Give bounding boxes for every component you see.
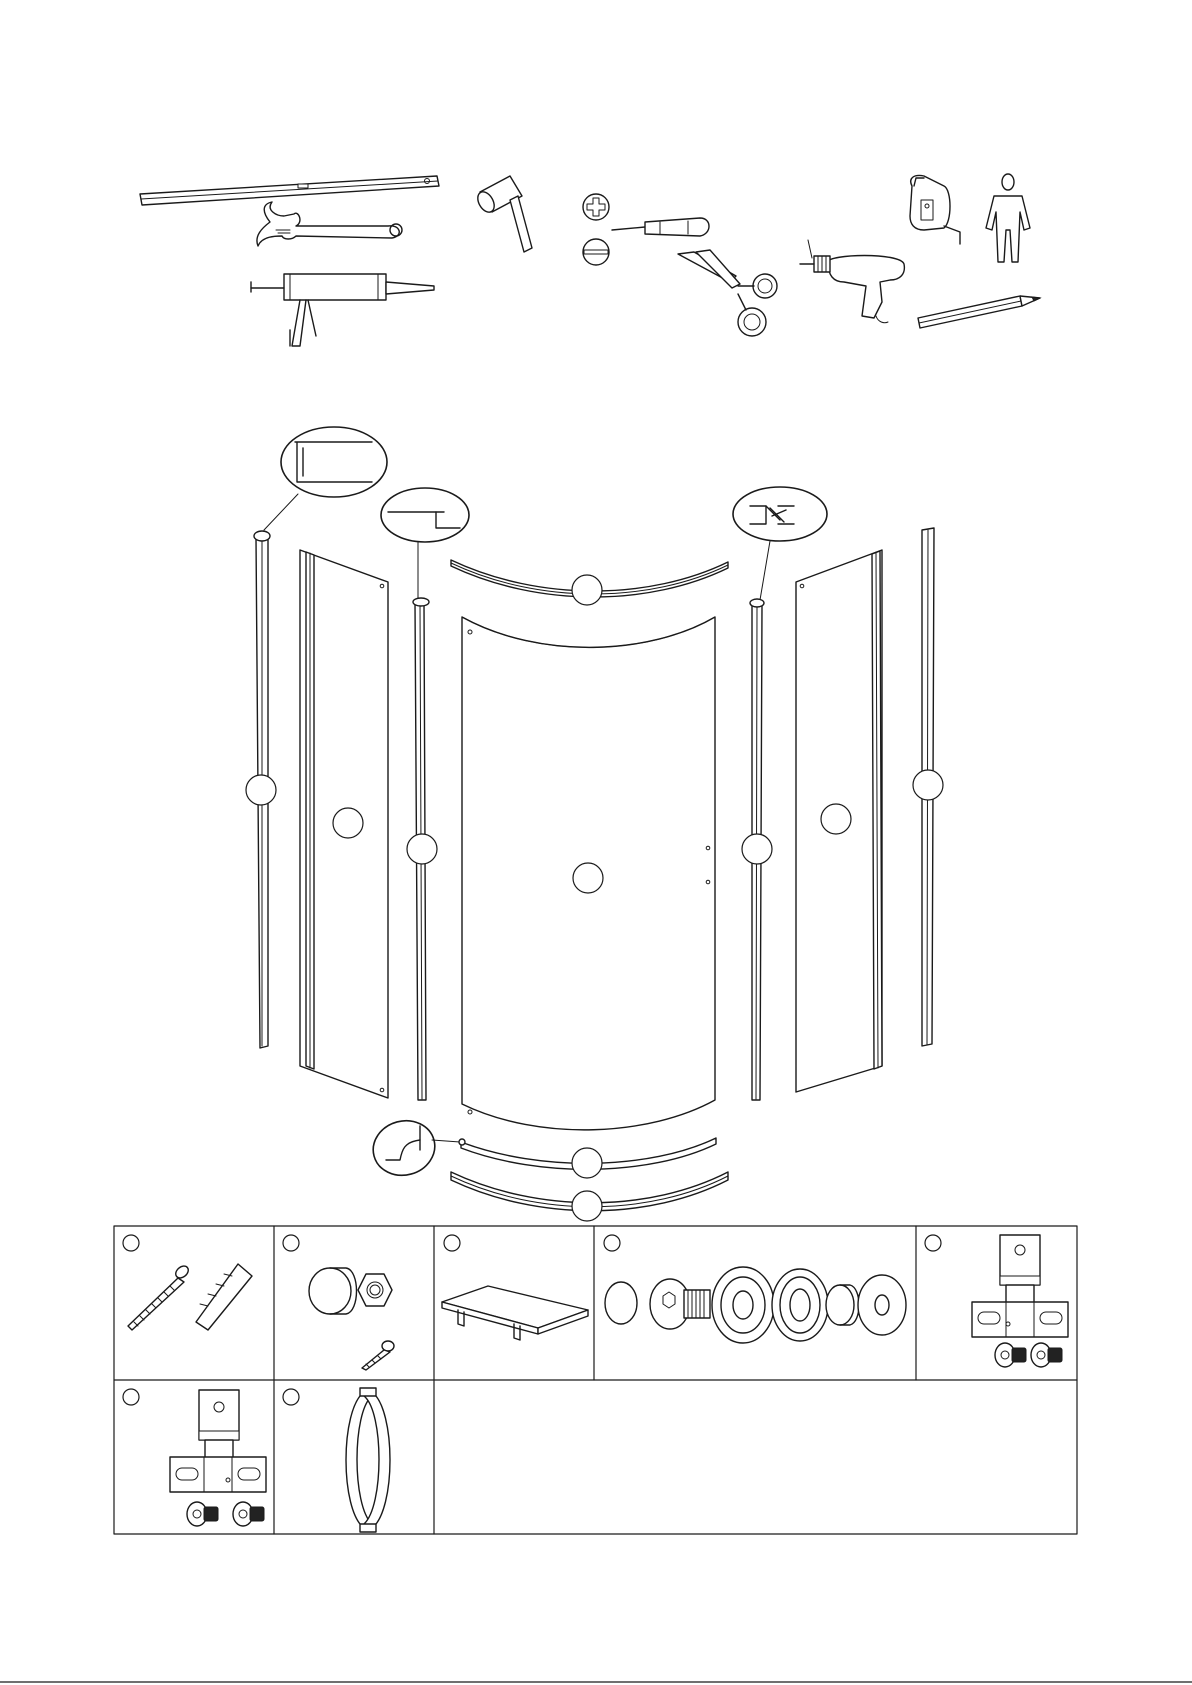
cell-marker	[123, 1235, 139, 1251]
upper-hinge-icon	[972, 1235, 1068, 1337]
seal-detail-callout-bottom	[367, 1114, 460, 1182]
tools-section	[140, 174, 1040, 346]
door-handle-icon	[346, 1388, 390, 1532]
cell-marker	[123, 1389, 139, 1405]
tape-measure-icon	[910, 175, 960, 244]
connector-detail-callout-left	[381, 488, 469, 600]
cell-marker	[283, 1389, 299, 1405]
part-marker	[572, 1148, 602, 1178]
hinge-screw-icon	[995, 1343, 1062, 1367]
pencil-icon	[918, 296, 1040, 328]
lower-hinge-icon	[170, 1390, 266, 1492]
part-marker	[573, 863, 603, 893]
part-marker	[407, 834, 437, 864]
profile-detail-callout-left	[264, 427, 387, 530]
support-bracket-icon	[442, 1286, 588, 1340]
small-screw-icon	[362, 1341, 394, 1370]
part-marker	[742, 834, 772, 864]
glass-fixing-set-icon	[605, 1267, 906, 1343]
hinge-screw-icon	[187, 1502, 264, 1526]
adjustable-wrench-icon	[257, 202, 402, 246]
exploded-view	[246, 427, 943, 1221]
part-marker	[572, 575, 602, 605]
wall-plug-icon	[196, 1264, 252, 1330]
scissors-icon	[678, 250, 777, 336]
caulking-gun-icon	[251, 274, 434, 346]
part-marker	[821, 804, 851, 834]
spirit-level-icon	[140, 176, 439, 205]
part-marker	[246, 775, 276, 805]
person-icon	[986, 174, 1030, 262]
screw-icon	[128, 1264, 191, 1330]
cell-marker	[604, 1235, 620, 1251]
parts-table	[114, 1226, 1077, 1534]
cell-marker	[283, 1235, 299, 1251]
part-marker	[333, 808, 363, 838]
phillips-bit-icon	[583, 194, 609, 220]
flat-bit-icon	[583, 239, 609, 265]
mallet-icon	[474, 176, 532, 252]
nut-icon	[358, 1274, 392, 1306]
part-marker	[913, 770, 943, 800]
screwdriver-icon	[612, 218, 709, 236]
cell-marker	[444, 1235, 460, 1251]
part-marker	[572, 1191, 602, 1221]
cell-marker	[925, 1235, 941, 1251]
cover-cap-icon	[309, 1268, 357, 1314]
drill-icon	[800, 240, 904, 323]
